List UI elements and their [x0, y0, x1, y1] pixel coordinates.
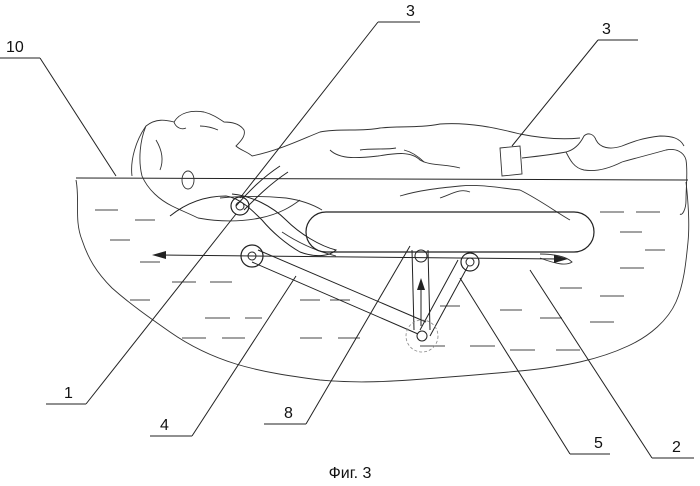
label-8: 8 [284, 405, 293, 422]
label-1: 1 [64, 385, 73, 402]
water-dashes [95, 210, 665, 350]
label-3-right: 3 [602, 21, 611, 38]
label-3-left: 3 [406, 3, 415, 20]
label-10: 10 [6, 39, 24, 56]
label-4: 4 [160, 417, 169, 434]
water-surface-line [76, 178, 688, 180]
float-cushion [306, 212, 594, 252]
leader-lines [0, 22, 694, 458]
figure-caption: Фиг. 3 [329, 465, 372, 482]
water-body-outline [76, 180, 689, 382]
head-support [170, 194, 336, 256]
label-5: 5 [594, 435, 603, 452]
label-2: 2 [672, 439, 681, 456]
